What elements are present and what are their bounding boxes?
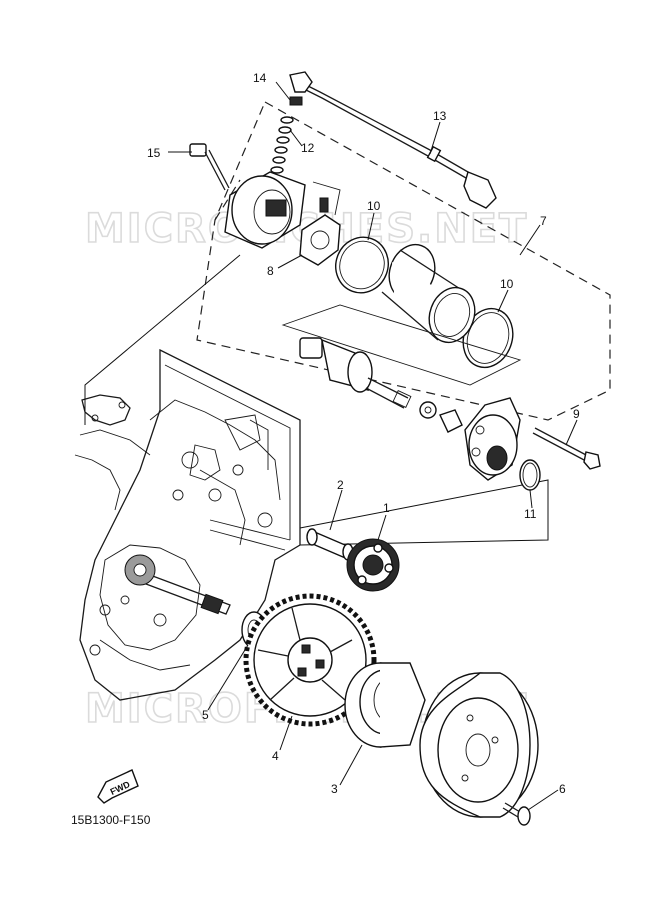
- starter-rear-cover: [464, 397, 521, 481]
- leader-4: [279, 715, 293, 751]
- leader-13: [429, 121, 441, 155]
- callout-10-upper: 10: [367, 199, 381, 213]
- rotor-bolt: [502, 802, 531, 826]
- spring-stack: [270, 116, 294, 174]
- callout-9: 9: [573, 407, 580, 421]
- fwd-arrow-icon: FWD: [97, 769, 139, 804]
- starter-cable: [289, 71, 497, 209]
- callout-11: 11: [524, 507, 537, 521]
- leader-5: [207, 644, 249, 711]
- armature-group-outline: [281, 304, 522, 386]
- armature: [299, 337, 463, 433]
- gear-zone-bracket: [299, 479, 549, 546]
- leader-8: [277, 254, 303, 269]
- shaft-spline: [200, 593, 224, 615]
- callout-3: 3: [331, 782, 338, 796]
- leader-3: [339, 744, 363, 786]
- leader-14: [275, 81, 291, 101]
- callout-4: 4: [272, 749, 279, 763]
- leader-7: [519, 224, 541, 256]
- callout-14: 14: [253, 71, 267, 85]
- callout-12: 12: [301, 141, 315, 155]
- idler-gear: [346, 538, 400, 592]
- leader-9: [565, 419, 578, 446]
- leader-12: [289, 129, 303, 147]
- callout-2: 2: [337, 478, 344, 492]
- leader-10b: [497, 289, 509, 313]
- long-bolt: [532, 427, 601, 470]
- crankcase: [74, 348, 301, 701]
- brush-holder-plate: [299, 181, 341, 266]
- callout-10-lower: 10: [500, 277, 514, 291]
- callout-13: 13: [433, 109, 447, 123]
- bolt-15: [189, 143, 230, 191]
- o-ring-upper: [335, 236, 389, 294]
- starter-wheel-gear: [243, 593, 377, 727]
- diagram-code: 15B1300-F150: [71, 813, 151, 827]
- callout-6: 6: [559, 782, 566, 796]
- callout-15: 15: [147, 146, 161, 160]
- leader-1: [377, 514, 387, 541]
- callout-7: 7: [540, 214, 547, 228]
- starter-yoke: [381, 243, 476, 344]
- callout-5: 5: [202, 708, 209, 722]
- leader-6: [527, 789, 559, 811]
- rotor-flywheel: [419, 672, 539, 818]
- one-way-clutch: [344, 662, 426, 748]
- boundary-segment: [214, 179, 241, 221]
- callout-8: 8: [267, 264, 274, 278]
- assembly-leader-line: [84, 254, 241, 425]
- leader-11: [529, 489, 533, 509]
- leader-2: [329, 489, 343, 531]
- shaft-pin: [306, 528, 354, 562]
- callout-1: 1: [383, 501, 390, 515]
- leader-10a: [367, 212, 375, 241]
- starter-front-cover: [224, 171, 306, 249]
